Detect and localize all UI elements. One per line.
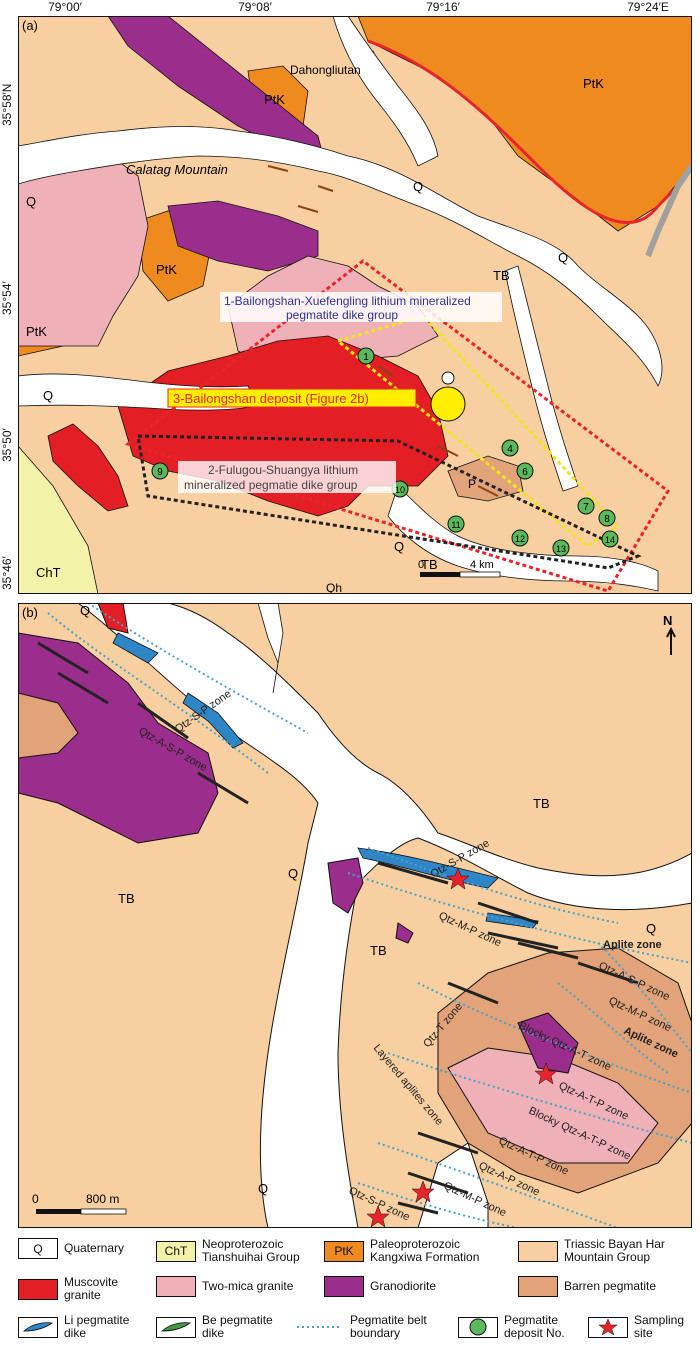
legend-twomica: Two-mica granite — [156, 1276, 293, 1297]
svg-text:0: 0 — [32, 1192, 39, 1206]
legend-granodiorite: Granodiorite — [324, 1276, 436, 1297]
legend-quaternary: Q Quaternary — [18, 1238, 124, 1259]
unit-q-4: Q — [43, 388, 53, 403]
legend-sampling: Sampling site — [588, 1314, 684, 1340]
unit-q-b2: Q — [288, 866, 298, 881]
deposit-icon — [469, 1318, 487, 1336]
legend-deposit: Pegmatite deposit No. — [458, 1314, 565, 1340]
svg-text:12: 12 — [515, 534, 525, 544]
legend-kangxiwa: PtK Paleoproterozoic Kangxiwa Formation — [324, 1238, 479, 1264]
deposit-6: 6 — [516, 462, 534, 480]
unit-tb-1: TB — [493, 268, 510, 283]
panel-b-map: (b) Q Q Q Q TB TB TB N Qtz-S-P zone Qtz-… — [18, 603, 692, 1228]
svg-text:0: 0 — [418, 559, 424, 571]
be-dike-icon — [160, 1322, 192, 1332]
svg-text:6: 6 — [522, 467, 528, 478]
unit-tb-b2: TB — [118, 891, 135, 906]
place-dahongliutan: Dahongliutan — [290, 63, 361, 77]
panel-a-map: 1 4 6 7 8 9 10 11 12 13 14 (a) Dahongliu… — [18, 16, 692, 594]
svg-text:8: 8 — [604, 514, 610, 525]
lon-label-4: 79°24′E — [627, 0, 669, 14]
deposit-3-label: 3-Bailongshan deposit (Figure 2b) — [173, 391, 369, 406]
sampling-star-icon — [598, 1318, 618, 1336]
deposit-11: 11 — [447, 515, 465, 533]
deposit-1: 1 — [357, 347, 375, 365]
lon-label-3: 79°16′ — [426, 0, 460, 14]
legend-li-dike: Li pegmatite dike — [18, 1314, 129, 1340]
lon-label-1: 79°00′ — [48, 0, 82, 14]
unit-q-2: Q — [413, 179, 423, 194]
deposit-12: 12 — [511, 529, 529, 547]
panel-a-label: (a) — [22, 18, 38, 33]
svg-text:1: 1 — [363, 352, 369, 363]
svg-text:11: 11 — [451, 520, 460, 530]
legend-muscovite: Muscovite granite — [18, 1276, 118, 1302]
svg-text:10: 10 — [395, 485, 405, 495]
deposit-14: 14 — [601, 530, 619, 548]
unit-tb-b1: TB — [533, 796, 550, 811]
scale-bar-b: 0 800 m — [32, 1192, 127, 1215]
place-calatag: Calatag Mountain — [126, 162, 228, 177]
deposit-4: 4 — [501, 439, 519, 457]
unit-tb-2: TB — [421, 557, 438, 572]
lat-label-4: 35°46′ — [0, 556, 14, 590]
unit-p: P — [468, 477, 476, 491]
svg-text:14: 14 — [605, 535, 615, 545]
scale-bar-a: 0 4 km — [418, 559, 501, 578]
legend-be-dike: Be pegmatite dike — [156, 1314, 273, 1340]
group-1-label-line1: 1-Bailongshan-Xuefengling lithium minera… — [224, 294, 471, 308]
legend-bayanhar: Triassic Bayan Har Mountain Group — [518, 1238, 665, 1264]
group-2-label-line2: mineralized pegmatie dike group — [184, 478, 358, 492]
svg-text:7: 7 — [583, 502, 589, 513]
sampling-sites — [366, 867, 558, 1228]
unit-q-1: Q — [26, 194, 36, 209]
deposit-8: 8 — [598, 509, 616, 527]
unit-q-b3: Q — [646, 921, 656, 936]
unit-ptk-3: PtK — [156, 262, 177, 277]
deposit-9: 9 — [151, 462, 169, 480]
li-dike-icon — [22, 1322, 54, 1332]
group-2-label-line1: 2-Fulugou-Shuangya lithium — [208, 463, 358, 477]
legend-belt: Pegmatite belt boundary — [294, 1314, 427, 1340]
legend: Q Quaternary ChT Neoproterozoic Tianshui… — [18, 1238, 690, 1348]
unit-q-3: Q — [558, 250, 568, 265]
lat-label-3: 35°50′ — [0, 428, 14, 462]
unit-q-5: Q — [394, 539, 404, 554]
unit-ptk-2: PtK — [264, 92, 285, 107]
legend-barren: Barren pegmatite — [518, 1276, 656, 1297]
svg-text:4: 4 — [507, 444, 513, 455]
deposit-13: 13 — [552, 539, 570, 557]
unit-ptk-4: PtK — [26, 324, 47, 339]
svg-text:4 km: 4 km — [470, 559, 494, 571]
unit-ptk-1: PtK — [583, 76, 604, 91]
unit-qh: Qh — [326, 581, 342, 594]
deposit-markers: 1 4 6 7 8 9 10 11 12 13 14 — [151, 347, 619, 557]
panel-b-label: (b) — [22, 605, 38, 620]
lat-label-2: 35°54′ — [0, 281, 14, 315]
deposit-7: 7 — [577, 497, 595, 515]
unit-q-b4: Q — [258, 1181, 268, 1196]
zone-aplite-1: Aplite zone — [603, 939, 662, 951]
north-arrow: N — [663, 613, 672, 628]
svg-text:9: 9 — [157, 467, 163, 478]
belt-boundary-icon — [297, 1326, 341, 1328]
svg-text:800 m: 800 m — [86, 1192, 119, 1206]
unit-tb-b3: TB — [370, 943, 387, 958]
lat-label-1: 35°58′N — [0, 83, 14, 126]
unit-cht: ChT — [36, 565, 61, 580]
group-1-label-line2: pegmatite dike group — [286, 308, 398, 322]
lon-label-2: 79°08′ — [238, 0, 272, 14]
svg-text:13: 13 — [556, 544, 566, 554]
legend-tianshuihai: ChT Neoproterozoic Tianshuihai Group — [156, 1238, 300, 1264]
unit-q-b1: Q — [80, 603, 90, 618]
